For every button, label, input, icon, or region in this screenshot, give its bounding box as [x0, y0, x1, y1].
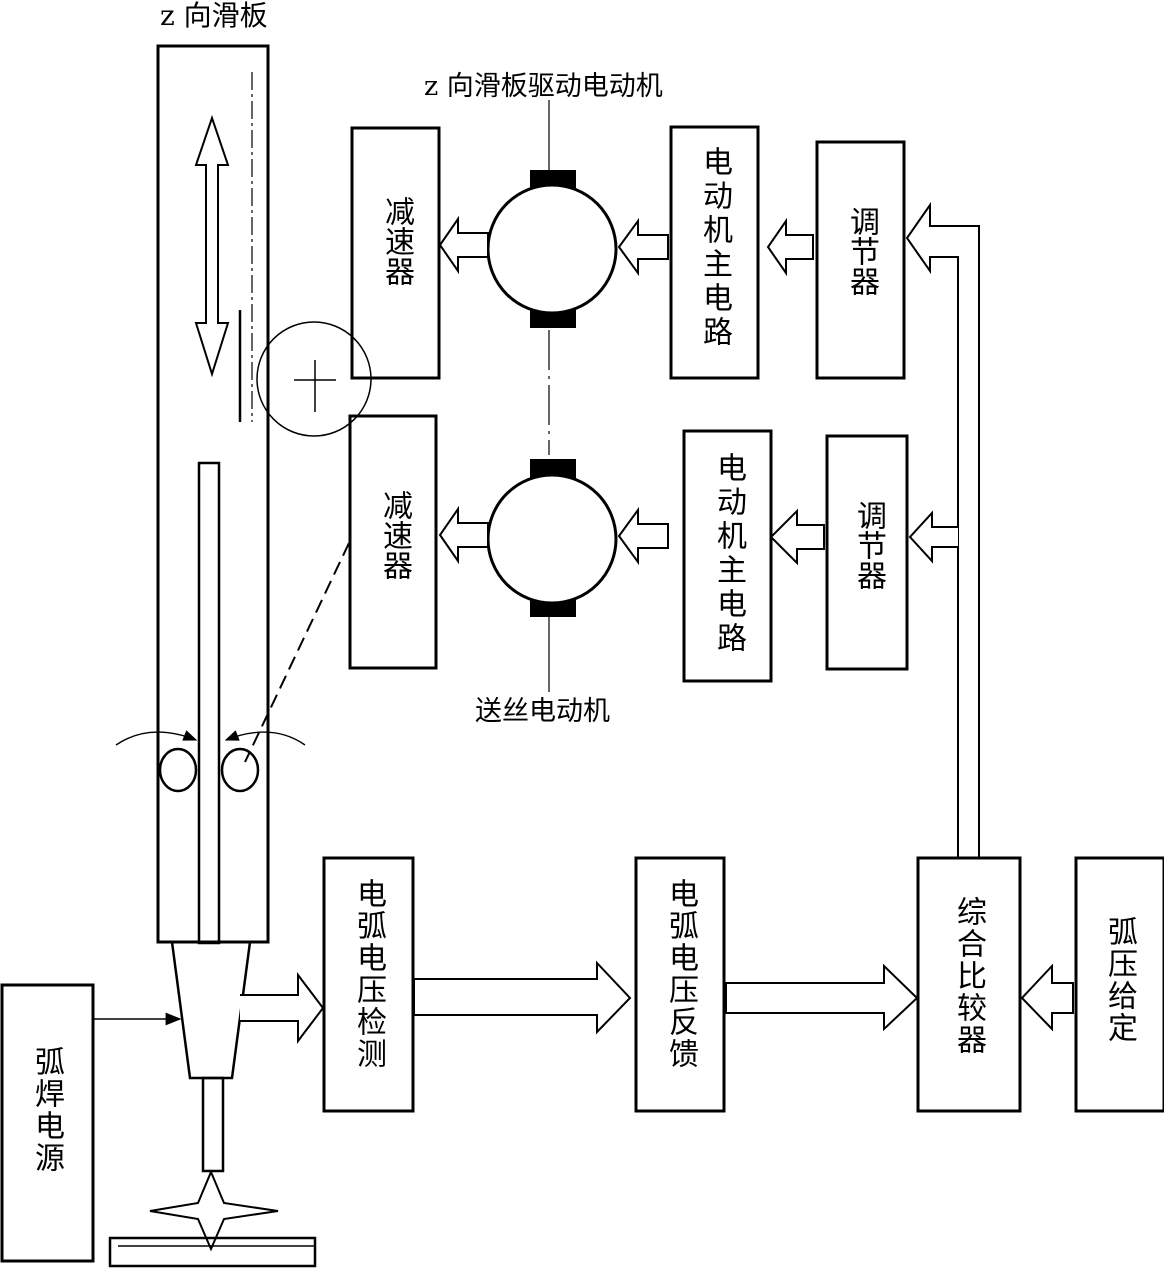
arc-feedback-label: 电弧电压反馈	[663, 878, 698, 1070]
reducer-top-label: 减速器	[379, 196, 414, 286]
wire-feed-motor	[486, 459, 618, 692]
welding-wire	[197, 461, 221, 945]
motor-circuit-top-label: 电动机主电路	[697, 146, 732, 350]
workpiece	[108, 1236, 317, 1268]
motor-circuit-bottom-label: 电动机主电路	[711, 452, 746, 656]
comparator-label: 综合比较器	[951, 896, 986, 1056]
power-source-label: 弧焊电源	[29, 1046, 64, 1174]
bottom-hollow-arrows	[438, 505, 825, 566]
motor-circuit-bottom-box	[682, 429, 773, 683]
arc-feedback-box	[634, 856, 726, 1113]
label-z-motor: z 向滑板驱动电动机	[424, 71, 663, 102]
arc-spark	[149, 1169, 279, 1252]
z-motor	[486, 100, 618, 455]
regulator-top-label: 调节器	[844, 206, 879, 296]
roller-rotation-arrows	[115, 730, 306, 746]
signal-hollow-arrows	[240, 960, 1074, 1044]
updown-arrow	[194, 114, 230, 378]
torch-nozzle	[170, 940, 252, 1173]
motor-circuit-top-box	[669, 125, 760, 380]
arc-detect-label: 电弧电压检测	[351, 878, 386, 1070]
top-hollow-arrows	[438, 215, 814, 277]
regulator-bottom-box	[825, 434, 909, 671]
reducer-top-box	[350, 126, 441, 380]
label-z-slide: z 向滑板	[160, 0, 268, 32]
label-wire-motor: 送丝电动机	[475, 696, 610, 727]
reducer-bottom-label: 减速器	[377, 490, 412, 580]
feed-rollers	[158, 747, 260, 793]
regulator-top-box	[815, 140, 906, 380]
feedback-path	[905, 201, 980, 857]
power-source-box	[0, 983, 95, 1263]
regulator-bottom-label: 调节器	[851, 500, 886, 590]
comparator-box	[916, 856, 1022, 1113]
arc-setpoint-box	[1074, 856, 1164, 1113]
arc-setpoint-label: 弧压给定	[1102, 916, 1137, 1044]
drive-dashed-line	[244, 542, 350, 763]
reducer-bottom-box	[348, 414, 438, 670]
